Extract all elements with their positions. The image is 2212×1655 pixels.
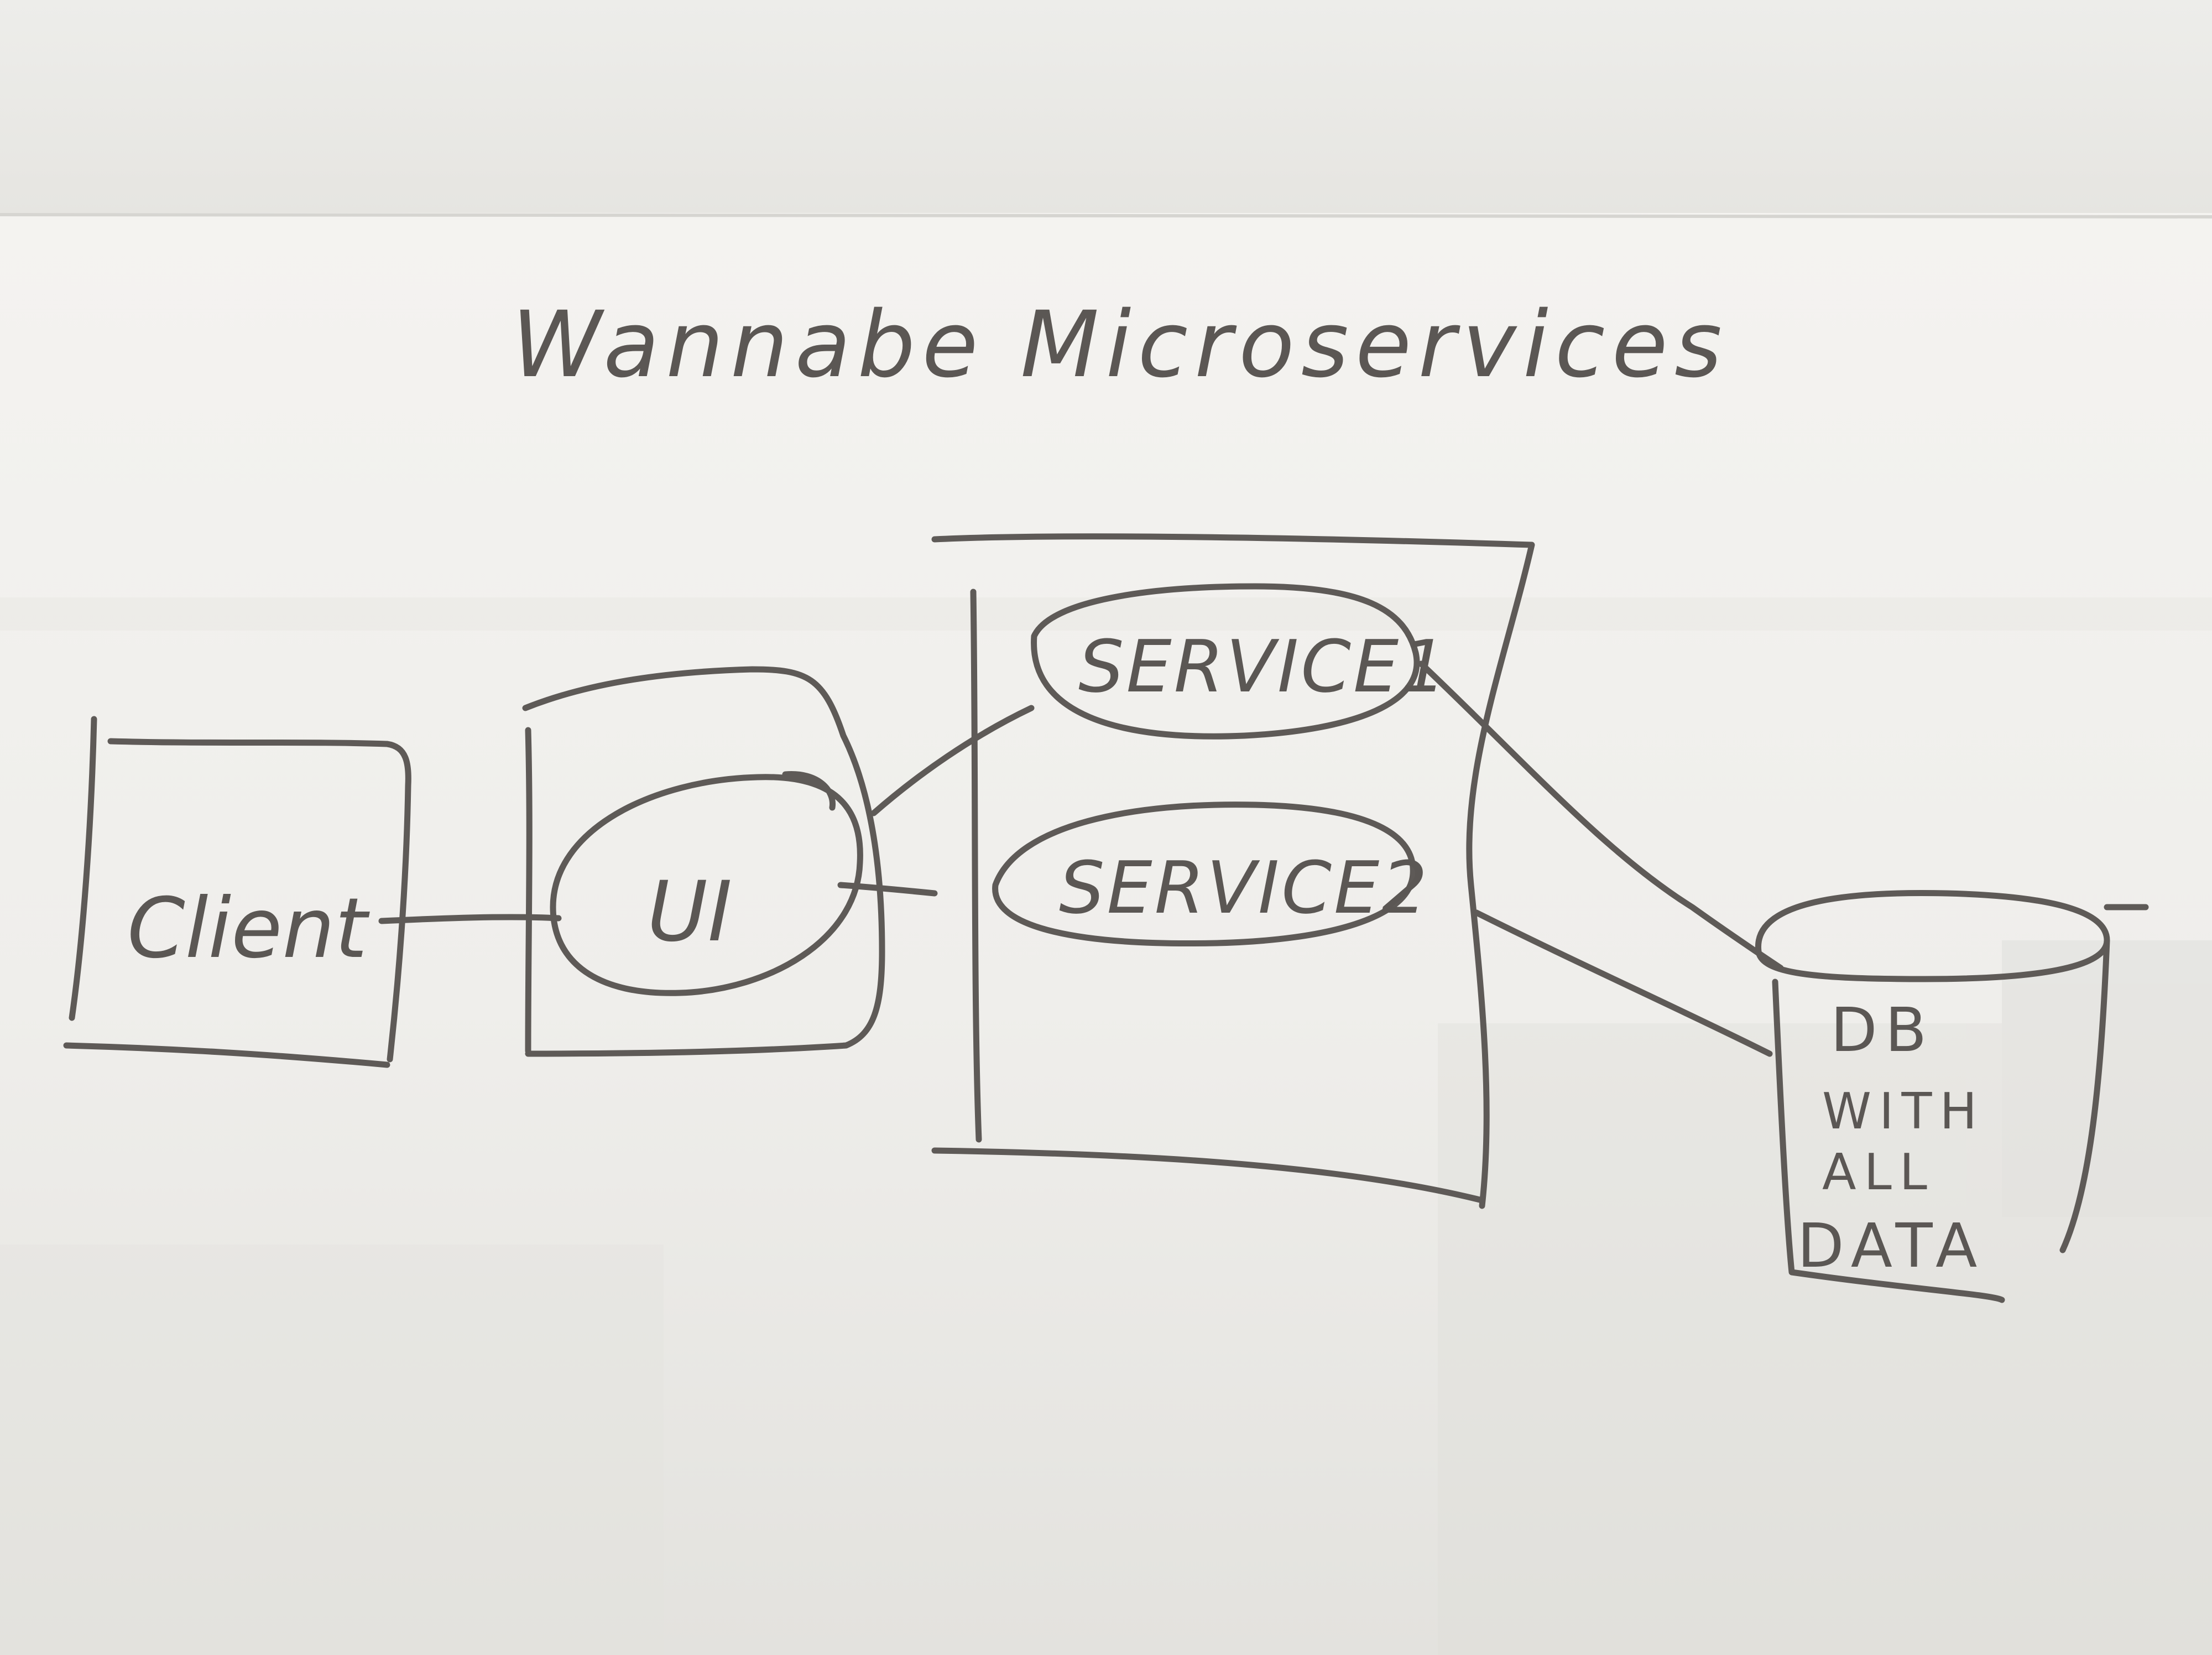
edge-service1-db (1418, 660, 1784, 971)
ui-node: UI (522, 666, 885, 1057)
edge-ui-service2 (837, 882, 938, 897)
client-box (63, 716, 411, 1068)
service1-ellipse (1031, 583, 1420, 740)
db-node: DB WITH ALL DATA (1755, 890, 2149, 1303)
board-top-edge (0, 213, 2212, 218)
diagram-title: Wannabe Microservices (512, 292, 1729, 398)
db-label-line4: DATA (1797, 1210, 1985, 1281)
service2-label: SERVICE2 (1059, 846, 1430, 930)
services-box (931, 533, 1535, 1209)
db-label-line3: ALL (1822, 1143, 1935, 1201)
ui-label: UI (647, 864, 732, 960)
service1-label: SERVICE1 (1078, 624, 1449, 709)
ui-ellipse (550, 771, 863, 996)
client-node: Client (63, 716, 411, 1068)
service2-ellipse (992, 802, 1416, 947)
ui-box (522, 666, 885, 1057)
edge-ui-service1 (870, 705, 1035, 816)
services-container: SERVICE1 SERVICE2 (931, 533, 1535, 1209)
board-surface (0, 213, 2212, 1655)
db-cylinder (1755, 890, 2149, 1303)
reflections (0, 597, 2212, 1655)
db-label-line2: WITH (1822, 1082, 1985, 1141)
wall (0, 0, 2212, 216)
client-label: Client (127, 881, 370, 977)
db-label-line1: DB (1830, 995, 1934, 1065)
edge-service2-db (1473, 909, 1773, 1057)
edge-client-ui (378, 914, 562, 924)
